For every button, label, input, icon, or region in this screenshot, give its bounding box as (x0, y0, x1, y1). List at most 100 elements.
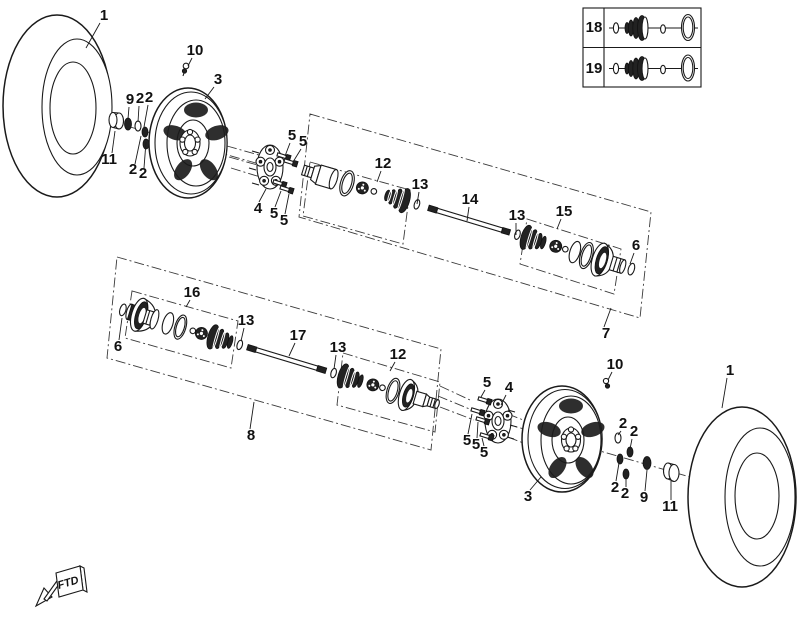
circlip (513, 228, 522, 241)
washer (134, 120, 142, 132)
part-number-label: 2 (139, 165, 147, 182)
callout-leader-line (376, 170, 382, 183)
hub-cap (662, 462, 680, 483)
hub-cap (108, 111, 125, 130)
cv-boot (384, 188, 411, 214)
part-number-label: 4 (254, 200, 263, 217)
ring-seal (161, 312, 175, 335)
callout-leader-line (467, 413, 473, 435)
callout-leader-line (249, 401, 255, 430)
flag-face (55, 565, 84, 598)
callout-leader-line (629, 438, 633, 450)
callout-leader-line (617, 430, 622, 436)
cv-stub-axle (397, 378, 440, 411)
callout-leader-line (288, 342, 296, 357)
part-number-label: 2 (619, 415, 627, 432)
part-number-label: 5 (483, 374, 491, 391)
callout-leader-line (284, 193, 290, 215)
clip (561, 245, 569, 253)
cv-bell-housing (590, 242, 627, 277)
callout-leader-line (137, 105, 140, 123)
part-number-label: 13 (330, 339, 347, 356)
part-number-label: 2 (129, 161, 137, 178)
ring-seal (385, 377, 401, 405)
part-number-label: 5 (480, 444, 488, 461)
part-number-label: 16 (184, 284, 201, 301)
spider-bearing (354, 179, 371, 196)
callout-leader-line (466, 206, 470, 222)
callout-leader-line (187, 57, 193, 67)
cv-bell-housing (125, 297, 160, 332)
valve-stem-top-left (181, 62, 190, 77)
part-number-label: 5 (463, 432, 471, 449)
rim-bottom-right (521, 385, 605, 493)
spider-bearing (193, 325, 210, 342)
part-number-label: 13 (412, 176, 429, 193)
rim-top-left (148, 87, 229, 199)
drive-shaft (427, 204, 512, 236)
callout-leader-line (274, 190, 282, 208)
callout-leader-line (629, 252, 635, 265)
part-number-label: 15 (556, 203, 573, 220)
upper-drive-shaft-assembly (300, 164, 636, 277)
callout-leader-line (481, 437, 485, 447)
cv-boot (206, 324, 234, 350)
table-row-19-drawing (609, 54, 698, 82)
callout-leader-line (284, 142, 291, 157)
part-number-label: 10 (187, 42, 204, 59)
part-number-label: 18 (586, 19, 603, 36)
callout-leader-line (476, 421, 479, 439)
callout-leader-line (721, 377, 728, 409)
part-number-label: 5 (299, 133, 307, 150)
ring-seal (568, 240, 582, 264)
callout-leader-line (127, 106, 130, 120)
callout-leader-line (292, 148, 302, 163)
axle-parts-bottom-right (614, 432, 680, 483)
part-number-label: 2 (611, 479, 619, 496)
clip (370, 188, 378, 195)
boot-kit-reference-table (582, 7, 702, 88)
lower-outer-joint-box (124, 290, 239, 369)
axle-parts-top-left (108, 111, 150, 150)
callout-leader-line (529, 476, 542, 491)
part-number-label: 9 (126, 91, 134, 108)
retaining-ring (627, 262, 636, 276)
part-number-label: 13 (238, 312, 255, 329)
cv-stub-axle (300, 164, 339, 190)
part-number-label: 19 (586, 60, 603, 77)
part-number-label: 2 (136, 90, 144, 107)
callout-leader-line (143, 141, 147, 169)
part-number-label: 2 (630, 423, 638, 440)
callout-leader-line (118, 317, 123, 341)
part-number-label: 6 (632, 237, 640, 254)
callout-leader-line (603, 307, 612, 328)
callout-leader-line (204, 86, 215, 100)
drive-shaft (246, 344, 328, 374)
part-number-label: 3 (524, 488, 532, 505)
nut (616, 453, 624, 465)
upper-shaft-assembly-box (298, 113, 652, 319)
part-number-label: 5 (472, 436, 480, 453)
spider-bearing (364, 376, 381, 393)
part-number-label: 5 (270, 205, 278, 222)
callout-leader-line (185, 299, 191, 308)
part-number-label: 1 (100, 7, 108, 24)
tire-bottom-right (687, 406, 797, 588)
part-number-label: 3 (214, 71, 222, 88)
valve-stem-bottom-right (602, 377, 611, 389)
washer (614, 432, 622, 444)
direction-marker-text: FTD (56, 574, 80, 591)
lower-shaft-assembly-box (106, 256, 442, 451)
part-number-label: 9 (640, 489, 648, 506)
part-number-label: 8 (247, 427, 255, 444)
hub-flange-bottom (483, 398, 518, 444)
callout-leader-line (111, 130, 116, 154)
callout-leader-line (607, 371, 613, 381)
tire-top-left (2, 14, 113, 198)
clip (379, 384, 386, 392)
ring-seal (339, 170, 355, 197)
callout-leader-line (240, 327, 245, 342)
